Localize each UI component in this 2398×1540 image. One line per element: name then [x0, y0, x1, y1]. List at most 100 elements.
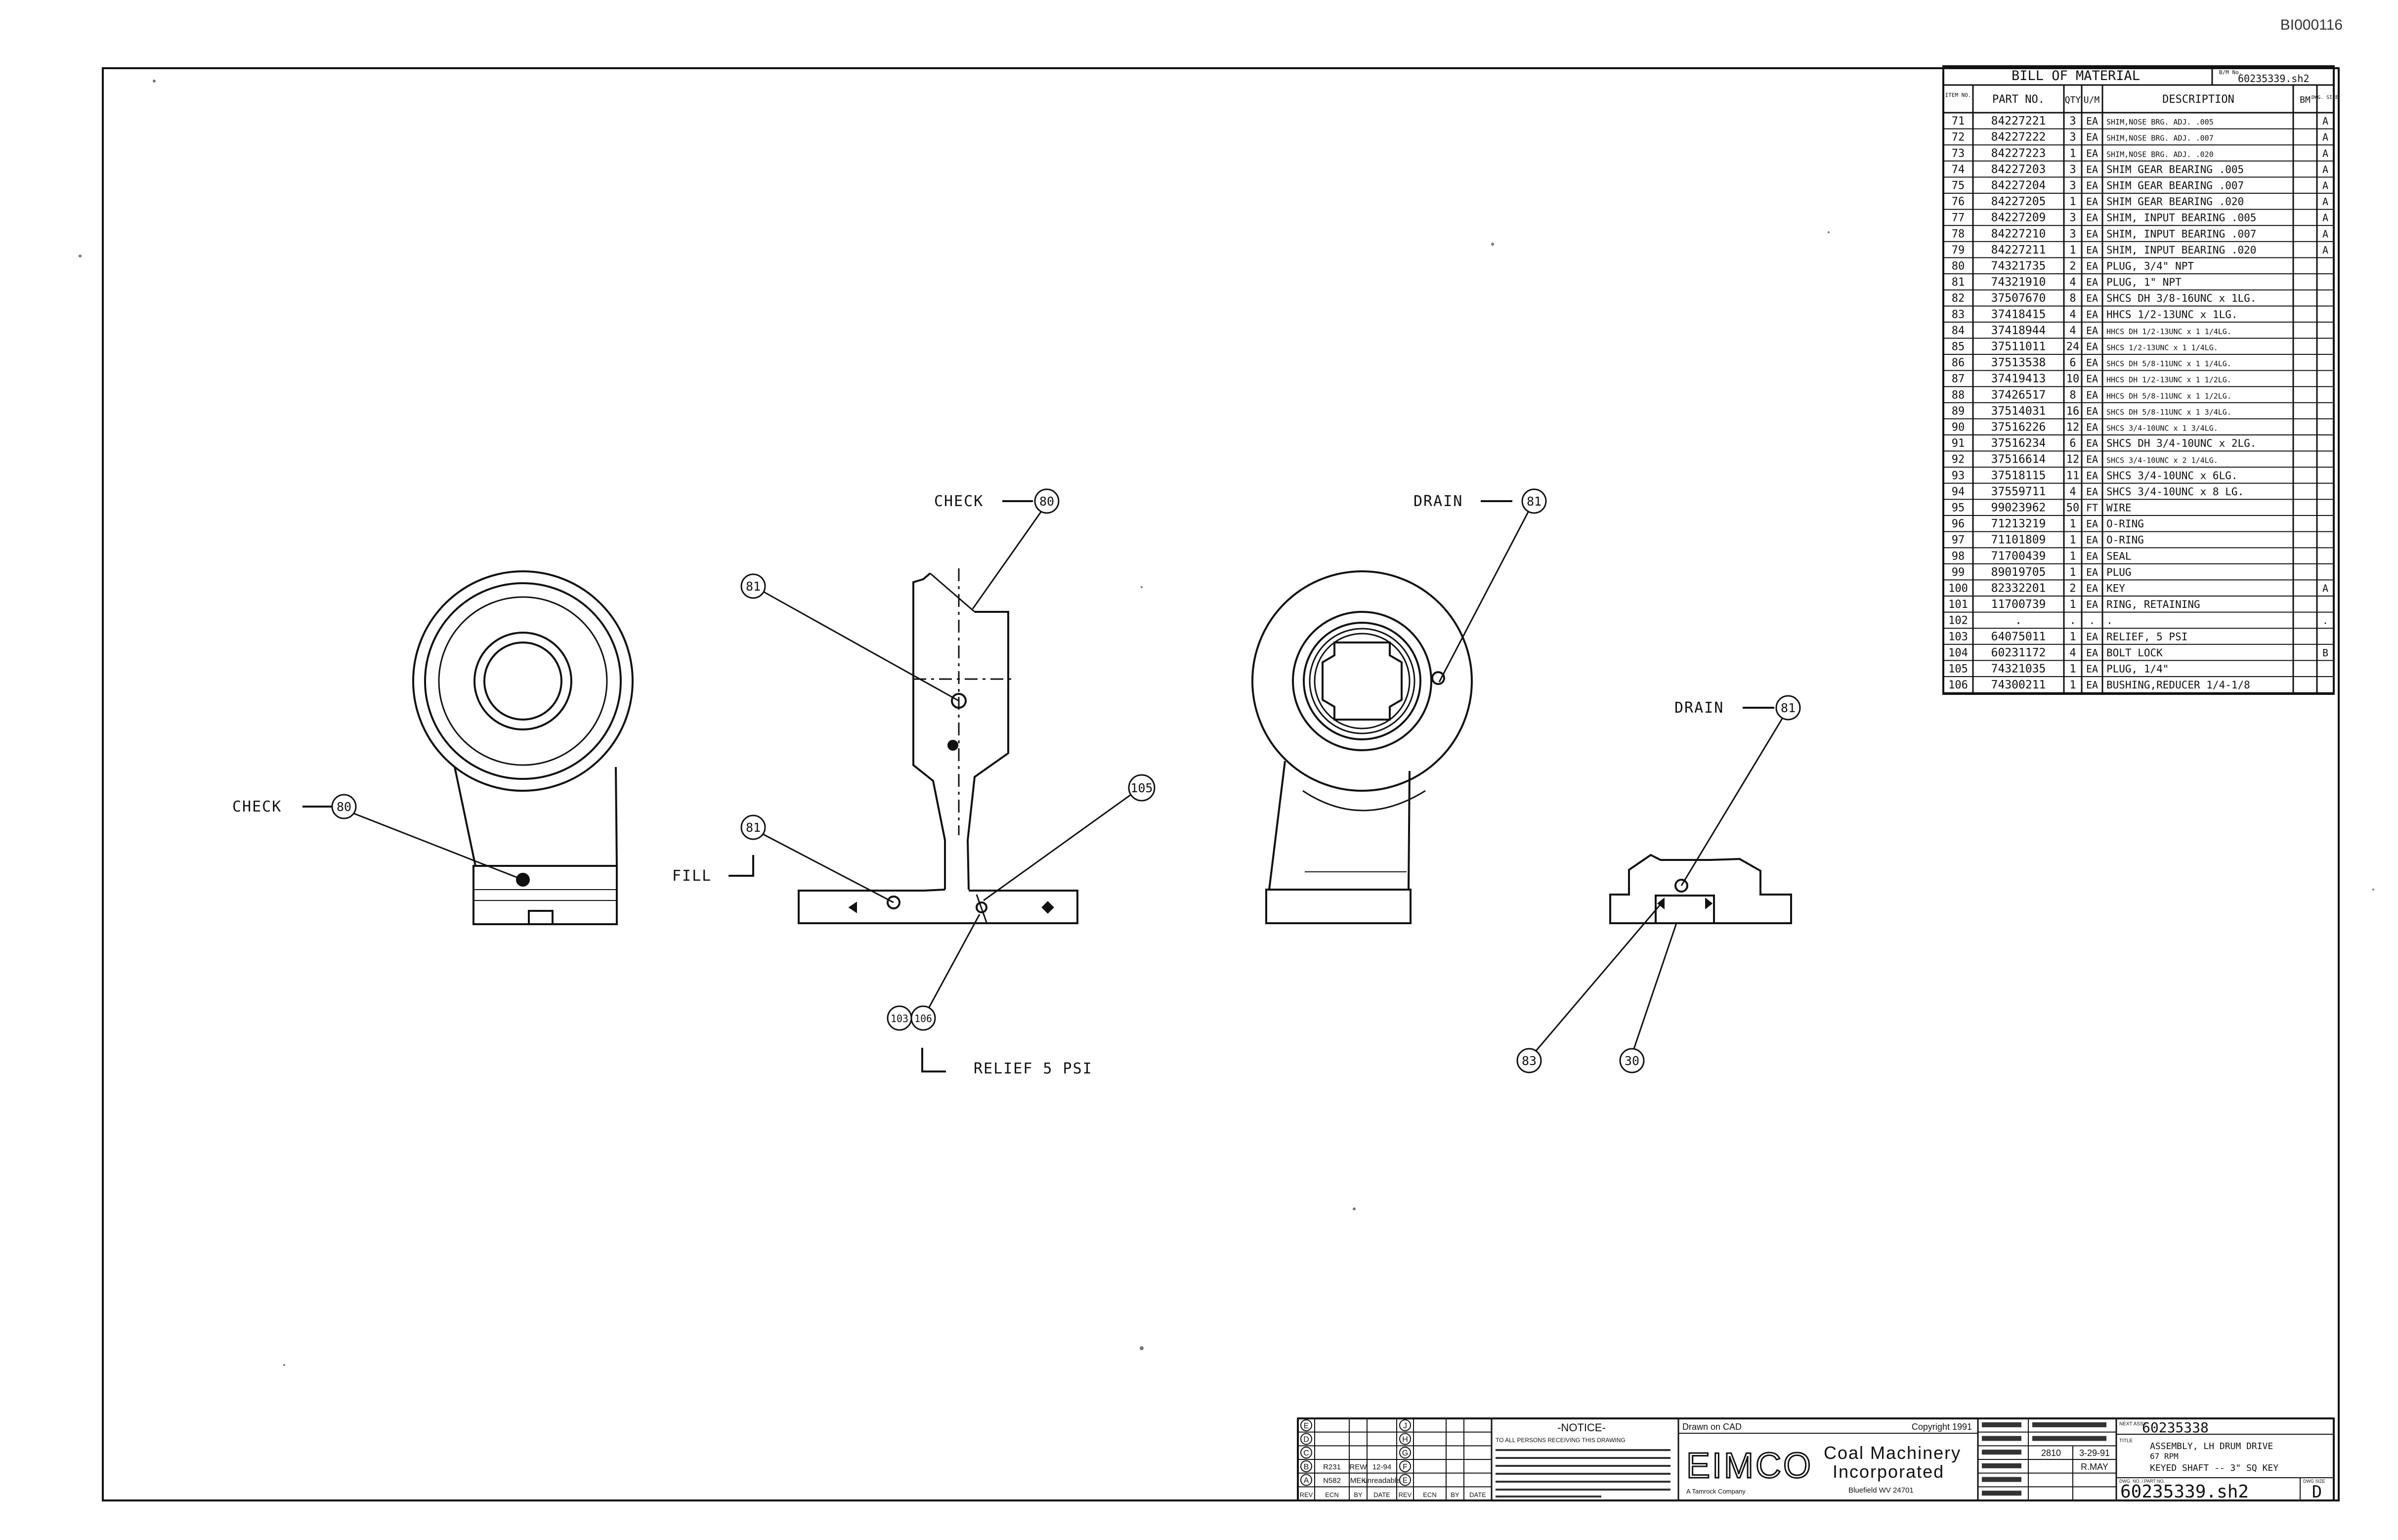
rev-letter-right: H	[1402, 1436, 1408, 1444]
bom-cell-part: 37507670	[1991, 292, 2046, 305]
bom-cell-item: 104	[1948, 647, 1968, 659]
bom-cell-item: 73	[1952, 147, 1965, 160]
bom-cell-um: EA	[2086, 228, 2098, 240]
bom-cell-item: 103	[1948, 631, 1968, 643]
bom-cell-um: EA	[2086, 164, 2098, 175]
notice-text: TO ALL PERSONS RECEIVING THIS DRAWING	[1496, 1437, 1626, 1444]
notice-title: -NOTICE-	[1557, 1421, 1606, 1434]
balloon-83-text: 83	[1522, 1054, 1537, 1068]
bom-sheet-ref-label: B/M No.	[2219, 69, 2242, 76]
bom-cell-item: 71	[1952, 115, 1965, 128]
title-line3: KEYED SHAFT -- 3" SQ KEY	[2150, 1463, 2278, 1473]
bom-cell-desc: SHIM GEAR BEARING .005	[2106, 164, 2244, 175]
bom-cell-item: 97	[1952, 534, 1965, 547]
copyright: Copyright 1991	[1912, 1422, 1972, 1432]
bom-cell-part: 71700439	[1991, 550, 2046, 562]
rev-cell-date: unreadable	[1363, 1477, 1400, 1485]
bom-cell-um: EA	[2086, 405, 2098, 417]
bom-cell-qty: 6	[2069, 437, 2076, 450]
bom-cell-item: 74	[1952, 164, 1965, 176]
bom-cell-um: EA	[2086, 631, 2098, 642]
callout-check-left: CHECK 80	[232, 794, 523, 881]
bom-cell-part: 37418415	[1991, 308, 2046, 321]
bom-cell-desc: PLUG, 1/4"	[2106, 663, 2169, 675]
bom-cell-part: 37516226	[1991, 421, 2046, 434]
bom-cell-part: 74321910	[1991, 276, 2046, 289]
balloon-80-left-text: 80	[337, 800, 351, 814]
company-line1: Coal Machinery	[1824, 1443, 1961, 1463]
drain-label-right: DRAIN	[1674, 699, 1724, 717]
signature-value: 3-29-91	[2079, 1448, 2110, 1458]
bom-cell-um: FT	[2086, 502, 2098, 514]
rev-header-cell: BY	[1451, 1491, 1459, 1498]
bom-cell-um: EA	[2086, 437, 2098, 449]
bom-cell-desc: SHIM GEAR BEARING .020	[2106, 196, 2244, 208]
callout-drain-right: DRAIN 81	[1674, 695, 1801, 886]
bom-cell-qty: 3	[2069, 131, 2076, 144]
bom-cell-um: EA	[2086, 679, 2098, 691]
bom-cell-qty: 1	[2069, 663, 2076, 676]
bom-cell-part: 37559711	[1991, 485, 2046, 498]
balloon-103-text: 103	[891, 1013, 908, 1025]
rev-header-cell: ECN	[1325, 1491, 1338, 1498]
callout-105: 105	[983, 774, 1156, 901]
bom-cell-qty: .	[2069, 615, 2076, 627]
bom-cell-item: 79	[1952, 244, 1965, 257]
bom-cell-part: 37516614	[1991, 453, 2046, 466]
bom-cell-um: EA	[2086, 325, 2098, 337]
bom-cell-part: 37511011	[1991, 341, 2046, 353]
bom-title: BILL OF MATERIAL	[2012, 68, 2140, 84]
bom-cell-item: 77	[1952, 212, 1965, 224]
next-assy-label: NEXT ASSY.	[2119, 1421, 2147, 1427]
bom-cell-qty: 1	[2069, 147, 2076, 160]
bom-cell-part: 84227210	[1991, 227, 2046, 240]
bom-cell-um: EA	[2086, 518, 2098, 530]
bom-header-dwg-size: DWG. SIZE	[2312, 95, 2338, 100]
bom-cell-desc: HHCS DH 1/2-13UNC x 1 1/2LG.	[2106, 376, 2231, 385]
bom-cell-qty: 4	[2069, 325, 2076, 337]
bom-cell-um: EA	[2086, 357, 2098, 369]
next-assy: 60235338	[2142, 1419, 2209, 1436]
rev-cell-by: REW	[1350, 1463, 1368, 1471]
bom-cell-qty: 8	[2069, 389, 2076, 401]
bom-cell-qty: 2	[2069, 583, 2076, 595]
balloon-81-drain-top-text: 81	[1527, 494, 1542, 509]
rev-letter-left: C	[1303, 1449, 1309, 1457]
bom-cell-desc: HHCS DH 5/8-11UNC x 1 1/2LG.	[2106, 391, 2231, 400]
bom-cell-desc: SHCS 1/2-13UNC x 1 1/4LG.	[2106, 343, 2218, 352]
bom-sheet-ref: 60235339.sh2	[2238, 73, 2310, 85]
bom-cell-size: A	[2322, 164, 2328, 175]
relief-label: RELIEF 5 PSI	[974, 1060, 1093, 1077]
bom-cell-part: 11700739	[1991, 598, 2046, 611]
bom-header-row: ITEM NO. PART NO. QTY U/M DESCRIPTION BM…	[1945, 92, 2339, 106]
drawn-on-cad: Drawn on CAD	[1682, 1422, 1742, 1432]
bom-cell-part: 37516234	[1991, 437, 2046, 450]
bom-cell-um: EA	[2086, 534, 2098, 546]
bom-cell-um: EA	[2086, 647, 2098, 659]
bom-cell-item: 98	[1952, 550, 1965, 562]
callout-83-30: 83 30	[1516, 905, 1677, 1073]
balloon-81-lower-text: 81	[746, 820, 761, 835]
bom-cell-item: 80	[1952, 260, 1965, 273]
bom-cell-item: 88	[1952, 389, 1965, 401]
view-end-left	[412, 570, 634, 925]
bom-cell-qty: 1	[2069, 566, 2076, 579]
bom-cell-item: 102	[1948, 615, 1968, 627]
bom-cell-desc: PLUG, 3/4" NPT	[2106, 260, 2194, 272]
eimco-logo: EIMCO	[1686, 1446, 1813, 1486]
bom-cell-item: 92	[1952, 454, 1965, 466]
bom-cell-desc: SHIM,NOSE BRG. ADJ. .020	[2106, 150, 2214, 159]
bom-cell-um: EA	[2086, 583, 2098, 595]
bom-cell-part: 74300211	[1991, 679, 2046, 691]
callout-fill: 81 FILL	[672, 814, 894, 903]
bom-cell-qty: 24	[2066, 341, 2080, 353]
